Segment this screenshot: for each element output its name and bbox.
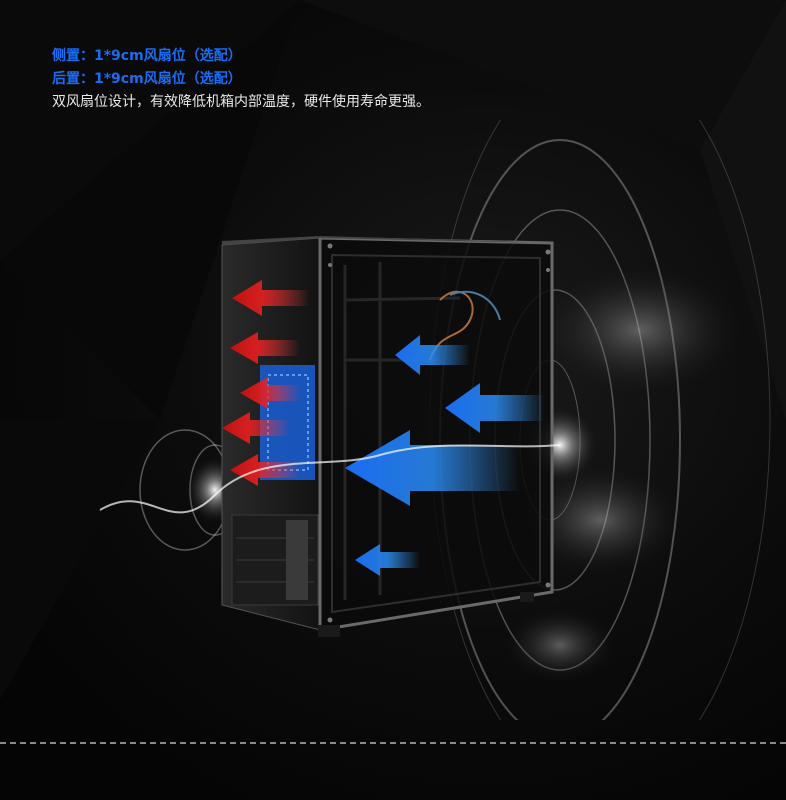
section-divider: [0, 742, 786, 744]
side-fan-text: 侧置：1*9cm风扇位（选配）: [52, 48, 242, 64]
description-text: 双风扇位设计，有效降低机箱内部温度，硬件使用寿命更强。: [52, 94, 430, 110]
intake-arrows: [345, 335, 545, 576]
feature-heading: 侧置：1*9cm风扇位（选配） 后置：1*9cm风扇位（选配） 双风扇位设计，有…: [52, 45, 430, 114]
drive-bays: [231, 514, 319, 606]
airflow-smoke: [185, 260, 750, 685]
exhaust-arrows: [222, 280, 310, 486]
airflow-streak: [99, 444, 561, 514]
computer-case-illustration: [99, 120, 771, 720]
rear-fan-text: 后置：1*9cm风扇位（选配）: [52, 71, 242, 87]
